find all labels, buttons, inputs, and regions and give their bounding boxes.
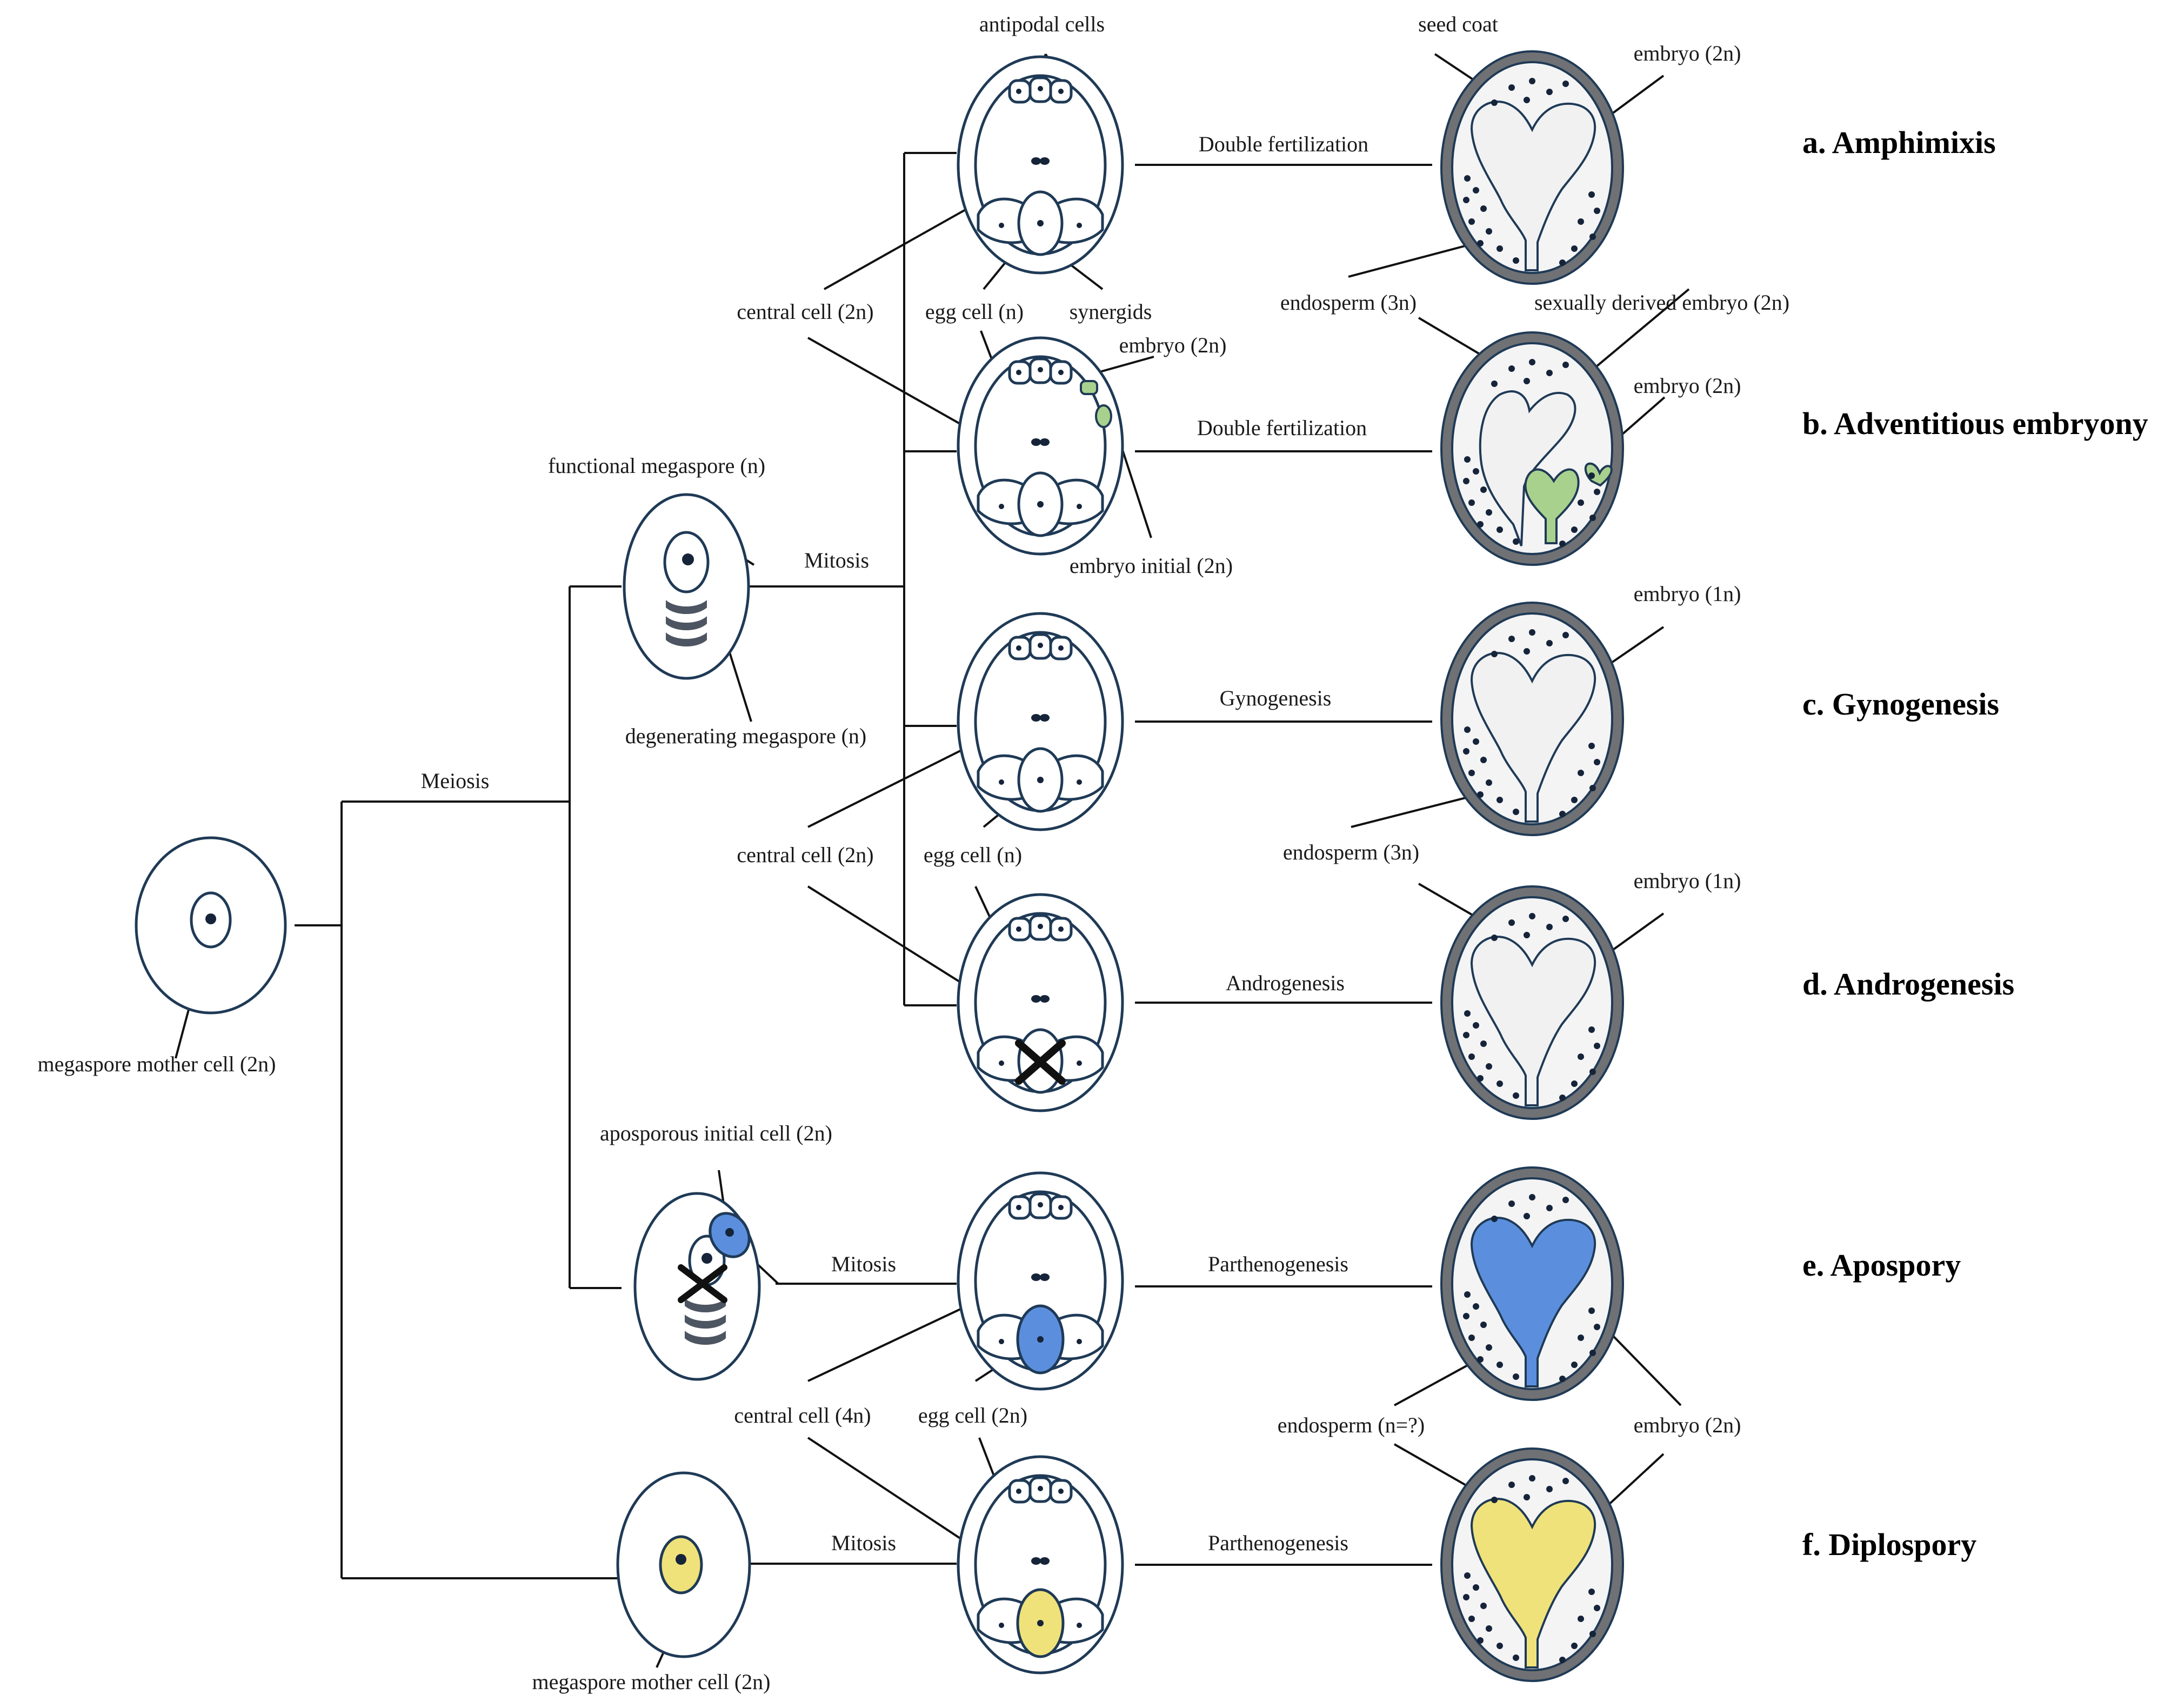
label-embryo-b: embryo (2n) [1634, 373, 1741, 398]
label-synergids: synergids [1070, 299, 1152, 324]
meiosis-product-cell [623, 493, 750, 680]
embryo-sac-d [958, 895, 1123, 1111]
seed-b [1440, 331, 1624, 566]
label-mitosis-f: Mitosis [831, 1531, 896, 1555]
title-apospory: e. Apospory [1802, 1247, 1961, 1283]
embryo-sac-f [958, 1457, 1123, 1673]
x-mark-icon [678, 1264, 727, 1303]
megaspore-mother-cell-left [135, 836, 287, 1015]
diplospory-mother-cell [616, 1471, 751, 1658]
label-degenerating-megaspore: degenerating megaspore (n) [625, 724, 866, 748]
title-androgenesis: d. Androgenesis [1802, 966, 2014, 1002]
label-embryo-e: embryo (2n) [1634, 1413, 1741, 1437]
aposporous-cell [633, 1192, 761, 1381]
label-embryo-c: embryo (1n) [1634, 582, 1741, 606]
label-androgenesis-arrow: Androgenesis [1226, 971, 1345, 995]
seed-d [1440, 885, 1624, 1120]
pathway-titles: a. Amphimixis b. Adventitious embryony c… [1802, 125, 2148, 1562]
title-gynogenesis: c. Gynogenesis [1802, 686, 1999, 722]
label-mitosis-e: Mitosis [831, 1252, 896, 1276]
text-labels: megaspore mother cell (2n) Meiosis funct… [38, 12, 1790, 1694]
seed-e [1440, 1166, 1624, 1401]
label-central-cell-a: central cell (2n) [737, 299, 873, 324]
embryo-sac-b [958, 338, 1123, 554]
label-egg-cell-e: egg cell (2n) [918, 1403, 1027, 1427]
label-parthenogenesis-f: Parthenogenesis [1208, 1531, 1348, 1555]
label-seed-coat: seed coat [1418, 12, 1498, 36]
label-central-cell-c: central cell (2n) [737, 843, 873, 867]
embryo-sac-a [958, 57, 1123, 273]
label-parthenogenesis-e: Parthenogenesis [1208, 1252, 1348, 1276]
label-double-fertilization-a: Double fertilization [1199, 132, 1368, 156]
label-central-cell-e: central cell (4n) [734, 1403, 871, 1427]
x-mark-icon [1015, 1039, 1066, 1085]
embryo-sac-c [958, 613, 1123, 830]
label-endosperm-a: endosperm (3n) [1280, 290, 1417, 315]
label-embryo-a: embryo (2n) [1634, 41, 1741, 65]
label-megaspore-mother-cell-f: megaspore mother cell (2n) [532, 1670, 771, 1694]
label-endosperm-c: endosperm (3n) [1283, 840, 1419, 864]
embryo-sac-e [958, 1173, 1123, 1389]
seed-f [1440, 1447, 1624, 1682]
label-aposporous-initial-cell: aposporous initial cell (2n) [600, 1121, 832, 1145]
title-amphimixis: a. Amphimixis [1802, 125, 1996, 160]
label-double-fertilization-b: Double fertilization [1197, 416, 1367, 440]
label-endosperm-e: endosperm (n=?) [1278, 1413, 1425, 1437]
label-embryo-d: embryo (1n) [1634, 869, 1741, 893]
label-embryo-2n-b-initial: embryo (2n) [1119, 333, 1227, 357]
title-diplospory: f. Diplospory [1802, 1527, 1976, 1562]
label-sexually-derived-embryo: sexually derived embryo (2n) [1534, 290, 1789, 315]
label-antipodal-cells: antipodal cells [979, 12, 1105, 36]
label-egg-cell-c: egg cell (n) [924, 843, 1022, 867]
label-megaspore-mother-cell: megaspore mother cell (2n) [38, 1052, 276, 1076]
label-meiosis: Meiosis [421, 769, 490, 793]
seed-a [1440, 50, 1624, 285]
label-gynogenesis-arrow: Gynogenesis [1220, 686, 1332, 710]
seed-c [1440, 602, 1624, 836]
label-embryo-initial: embryo initial (2n) [1070, 553, 1233, 578]
title-adventitious-embryony: b. Adventitious embryony [1802, 406, 2148, 441]
label-functional-megaspore: functional megaspore (n) [548, 453, 765, 478]
label-mitosis: Mitosis [804, 548, 869, 572]
label-egg-cell-a: egg cell (n) [925, 299, 1024, 324]
